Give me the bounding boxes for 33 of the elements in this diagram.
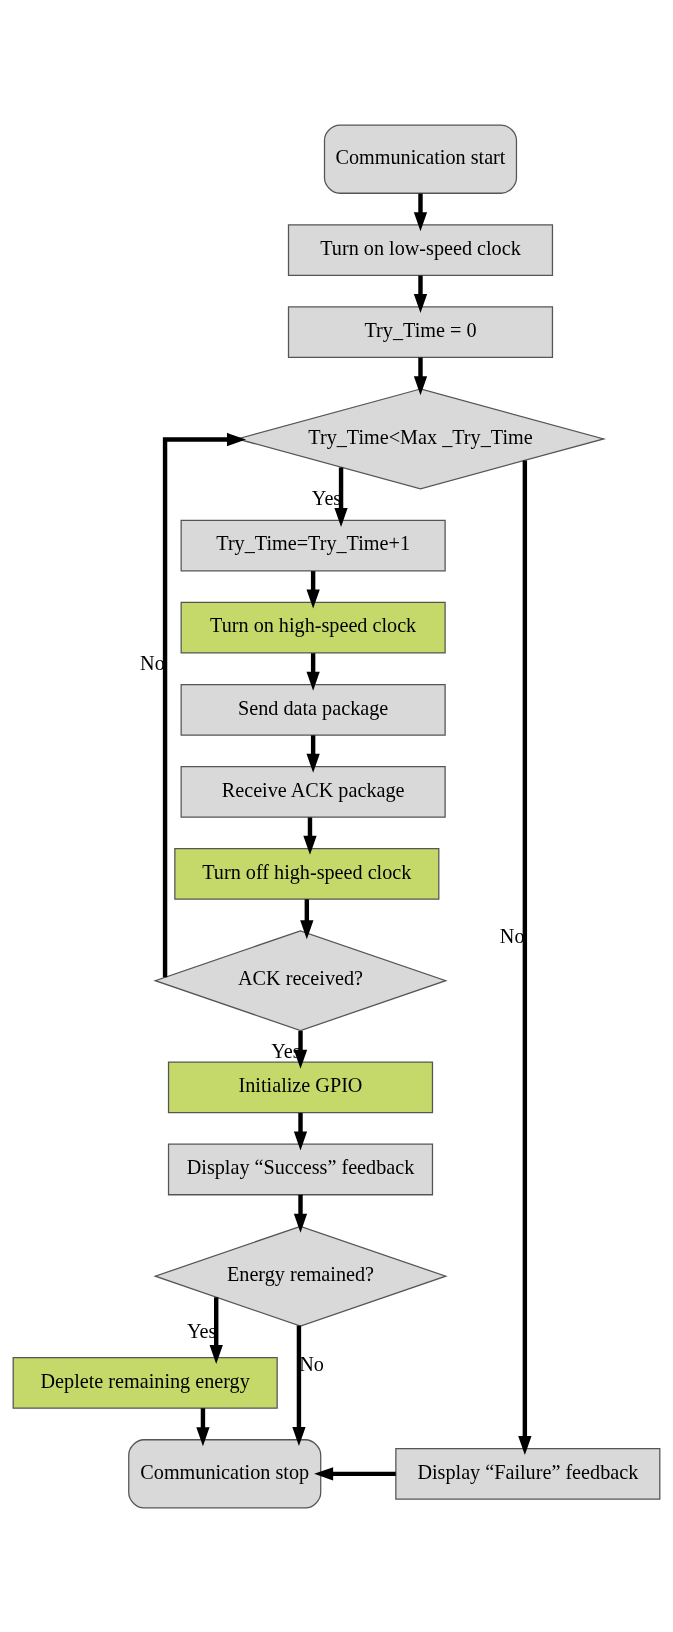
arrow — [306, 734, 320, 773]
node-box: Turn off high-speed clock — [174, 847, 440, 900]
edge-label: No — [499, 924, 525, 947]
arrow — [293, 1112, 308, 1150]
node-box: Receive ACK package — [180, 765, 446, 818]
arrow — [413, 193, 428, 231]
arrow — [303, 816, 317, 855]
node-box: Send data package — [180, 683, 446, 736]
edge-label: No — [299, 1352, 324, 1375]
arrow — [334, 467, 348, 527]
arrow — [292, 1325, 306, 1446]
arrow — [518, 460, 532, 1455]
node-box: Try_Time=Try_Time+1 — [180, 519, 446, 571]
node-box: Turn on high-speed clock — [180, 601, 446, 654]
arrow — [306, 570, 320, 609]
arrow — [196, 1407, 210, 1446]
arrow — [209, 1296, 223, 1364]
node-diamond: ACK received? — [153, 929, 448, 1031]
node-box: Deplete remaining energy — [12, 1356, 278, 1409]
arrow — [300, 898, 314, 939]
arrow — [413, 356, 428, 395]
arrow — [413, 275, 428, 313]
arrow — [314, 1466, 396, 1480]
arrow — [162, 432, 246, 977]
node-box: Initialize GPIO — [167, 1061, 434, 1113]
arrow — [293, 1194, 308, 1233]
node-box: Communication start — [323, 123, 518, 194]
node-box: Display “Success” feedback — [167, 1143, 434, 1195]
node-box: Display “Failure” feedback — [395, 1447, 661, 1500]
node-box: Turn on low-speed clock — [287, 223, 554, 276]
arrow — [306, 652, 320, 691]
node-box: Try_Time = 0 — [287, 305, 554, 358]
node-box: Communication stop — [128, 1438, 322, 1509]
